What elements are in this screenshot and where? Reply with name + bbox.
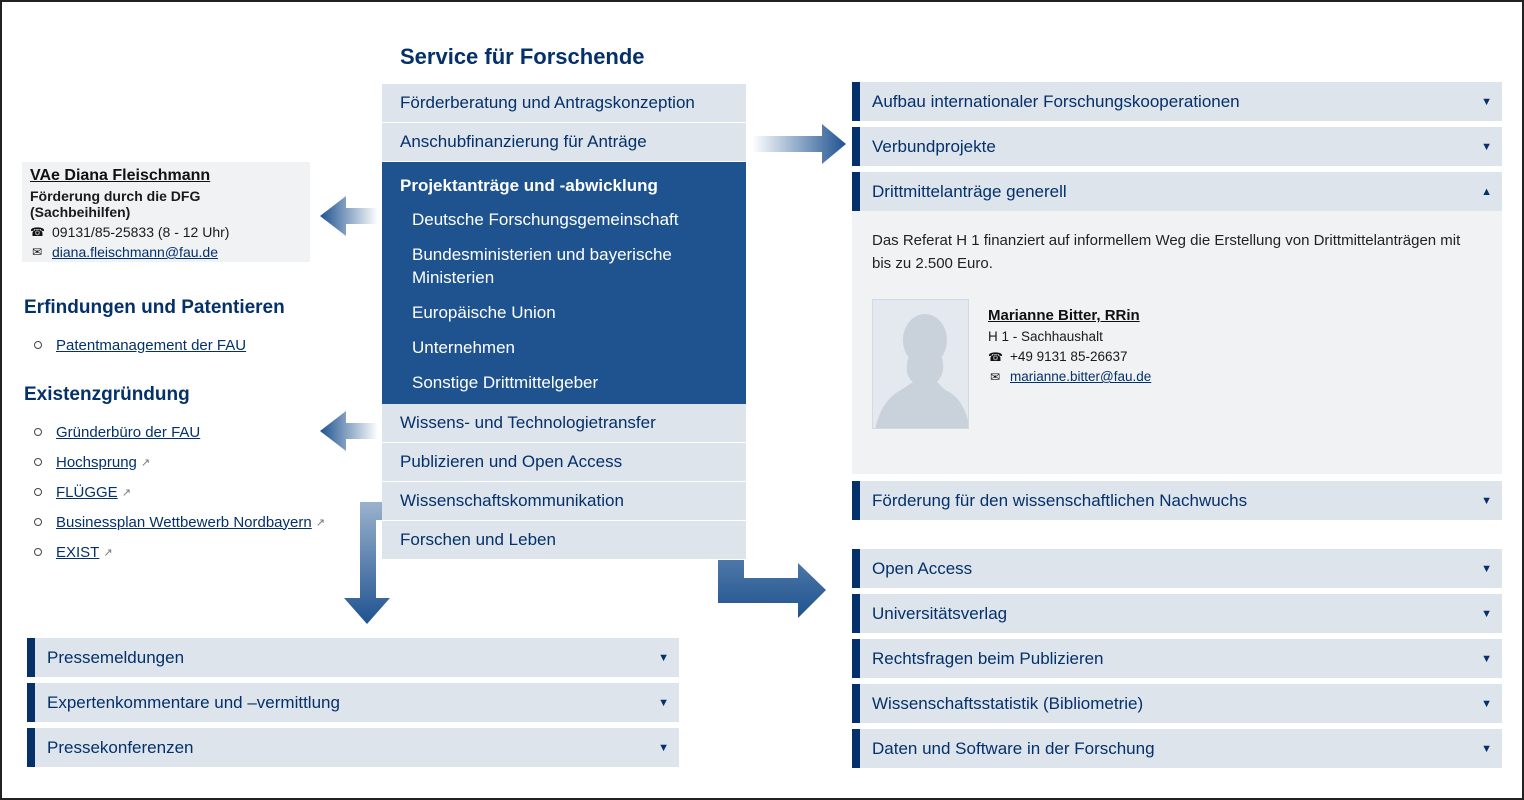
external-link-icon: ↗ <box>103 546 113 559</box>
accordion-label: Universitätsverlag <box>872 603 1008 623</box>
gruenderbuero-link[interactable]: Gründerbüro der FAU <box>56 423 201 441</box>
contact-name[interactable]: VAe Diana Fleischmann <box>30 167 211 184</box>
nav-sub-unternehmen[interactable]: Unternehmen <box>412 338 516 357</box>
accordion-label: Förderung für den wissenschaftlichen Nac… <box>872 490 1248 510</box>
accordion-label: Pressekonferenzen <box>47 737 194 757</box>
accordion-label: Wissenschaftsstatistik (Bibliometrie) <box>872 693 1144 713</box>
arrow-right-to-verbund <box>752 124 846 164</box>
caret-down-icon: ▼ <box>1481 742 1492 755</box>
panel-contact-dept: H 1 - Sachhaushalt <box>988 329 1103 344</box>
nav-title: Service für Forschende <box>400 44 645 69</box>
accordion-pressekonferenzen[interactable]: Pressekonferenzen ▼ <box>27 728 679 767</box>
accordion-international[interactable]: Aufbau internationaler Forschungskoopera… <box>852 82 1502 121</box>
caret-down-icon: ▼ <box>1481 95 1492 108</box>
caret-down-icon: ▼ <box>658 741 669 754</box>
arrow-left-to-contact <box>320 196 378 236</box>
panel-contact-phone: +49 9131 85-26637 <box>1010 349 1128 364</box>
nav-sub-eu[interactable]: Europäische Union <box>412 303 556 322</box>
panel-text: Das Referat H 1 finanziert auf informell… <box>872 232 1461 272</box>
patents-heading: Erfindungen und Patentieren <box>24 297 285 318</box>
fluegge-link[interactable]: FLÜGGE <box>56 483 118 501</box>
service-nav: Förderberatung und Antragskonzeption Ans… <box>382 84 746 560</box>
nav-item-projektantraege: Projektanträge und -abwicklung Deutsche … <box>382 162 746 404</box>
arrow-down-to-presse <box>344 502 396 624</box>
phone-icon: ☎ <box>988 349 1003 364</box>
accordion-nachwuchs[interactable]: Förderung für den wissenschaftlichen Nac… <box>852 481 1502 520</box>
contact-card-fleischmann: VAe Diana Fleischmann Förderung durch di… <box>22 162 310 262</box>
nav-active-label[interactable]: Projektanträge und -abwicklung <box>400 176 658 195</box>
list-item: EXIST↗ <box>24 537 325 567</box>
exist-link[interactable]: EXIST <box>56 543 100 561</box>
nav-item-wisskomm[interactable]: Wissenschaftskommunikation <box>382 482 746 521</box>
caret-down-icon: ▼ <box>658 696 669 709</box>
hochsprung-link[interactable]: Hochsprung <box>56 453 137 471</box>
arrow-left-to-existenz <box>320 411 378 451</box>
external-link-icon: ↗ <box>315 516 325 529</box>
accordion-label: Drittmittelanträge generell <box>872 181 1067 201</box>
nav-item-forschen-leben[interactable]: Forschen und Leben <box>382 521 746 560</box>
accordion-expertenkommentare[interactable]: Expertenkommentare und –vermittlung ▼ <box>27 683 679 722</box>
accordion-label: Aufbau internationaler Forschungskoopera… <box>872 91 1240 111</box>
external-link-icon: ↗ <box>140 456 151 469</box>
accordion-rechtsfragen[interactable]: Rechtsfragen beim Publizieren ▼ <box>852 639 1502 678</box>
nav-item-publizieren[interactable]: Publizieren und Open Access <box>382 443 746 482</box>
accordion-label: Daten und Software in der Forschung <box>872 738 1155 758</box>
accordion-bibliometrie[interactable]: Wissenschaftsstatistik (Bibliometrie) ▼ <box>852 684 1502 723</box>
accordion-daten-software[interactable]: Daten und Software in der Forschung ▼ <box>852 729 1502 768</box>
phone-icon: ☎ <box>30 225 45 239</box>
caret-down-icon: ▼ <box>1481 697 1492 710</box>
panel-contact-email[interactable]: marianne.bitter@fau.de <box>1010 369 1152 384</box>
nav-item-foerderberatung[interactable]: Förderberatung und Antragskonzeption <box>382 84 746 123</box>
list-item: Businessplan Wettbewerb Nordbayern↗ <box>24 507 325 537</box>
caret-down-icon: ▼ <box>658 651 669 664</box>
caret-up-icon: ▲ <box>1481 185 1492 198</box>
mail-icon: ✉ <box>989 369 1001 384</box>
nav-sub-sonstige[interactable]: Sonstige Drittmittelgeber <box>412 373 599 392</box>
accordion-pressemeldungen[interactable]: Pressemeldungen ▼ <box>27 638 679 677</box>
accordion-universitaetsverlag[interactable]: Universitätsverlag ▼ <box>852 594 1502 633</box>
accordion-verbundprojekte[interactable]: Verbundprojekte ▼ <box>852 127 1502 166</box>
startup-list: Gründerbüro der FAU Hochsprung↗ FLÜGGE↗ … <box>24 417 325 567</box>
caret-down-icon: ▼ <box>1481 607 1492 620</box>
businessplan-link[interactable]: Businessplan Wettbewerb Nordbayern <box>56 513 312 531</box>
list-item: Hochsprung↗ <box>24 447 325 477</box>
arrow-corner-to-openaccess <box>718 467 826 618</box>
mail-icon: ✉ <box>31 245 43 259</box>
nav-item-anschubfinanzierung[interactable]: Anschubfinanzierung für Anträge <box>382 123 746 162</box>
list-item: Patentmanagement der FAU <box>24 330 246 360</box>
caret-down-icon: ▼ <box>1481 562 1492 575</box>
panel-contact-name[interactable]: Marianne Bitter, RRin <box>988 307 1140 324</box>
drittmittel-panel: Das Referat H 1 finanziert auf informell… <box>852 211 1502 474</box>
caret-down-icon: ▼ <box>1481 140 1492 153</box>
nav-item-wissenstransfer[interactable]: Wissens- und Technologietransfer <box>382 404 746 443</box>
accordion-label: Expertenkommentare und –vermittlung <box>47 692 340 712</box>
list-item: FLÜGGE↗ <box>24 477 325 507</box>
avatar <box>872 299 969 429</box>
list-item: Gründerbüro der FAU <box>24 417 325 447</box>
accordion-label: Verbundprojekte <box>872 136 996 156</box>
contact-role: Förderung durch die DFG (Sachbeihilfen) <box>30 188 201 220</box>
contact-phone: 09131/85-25833 (8 - 12 Uhr) <box>52 224 230 240</box>
nav-sub-dfg[interactable]: Deutsche Forschungsgemeinschaft <box>412 210 679 229</box>
panel-contact: Marianne Bitter, RRin H 1 - Sachhaushalt… <box>988 307 1151 384</box>
caret-down-icon: ▼ <box>1481 494 1492 507</box>
caret-down-icon: ▼ <box>1481 652 1492 665</box>
accordion-label: Rechtsfragen beim Publizieren <box>872 648 1104 668</box>
nav-sub-bundesministerien[interactable]: Bundesministerien und bayerische Ministe… <box>412 245 672 287</box>
contact-email[interactable]: diana.fleischmann@fau.de <box>52 244 218 260</box>
accordion-drittmittelantraege[interactable]: Drittmittelanträge generell ▲ <box>852 172 1502 211</box>
accordion-label: Pressemeldungen <box>47 647 185 667</box>
external-link-icon: ↗ <box>121 486 131 499</box>
startup-heading: Existenzgründung <box>24 384 190 405</box>
patents-list: Patentmanagement der FAU <box>24 330 246 360</box>
accordion-open-access[interactable]: Open Access ▼ <box>852 549 1502 588</box>
patentmanagement-link[interactable]: Patentmanagement der FAU <box>56 336 247 354</box>
accordion-label: Open Access <box>872 558 973 578</box>
